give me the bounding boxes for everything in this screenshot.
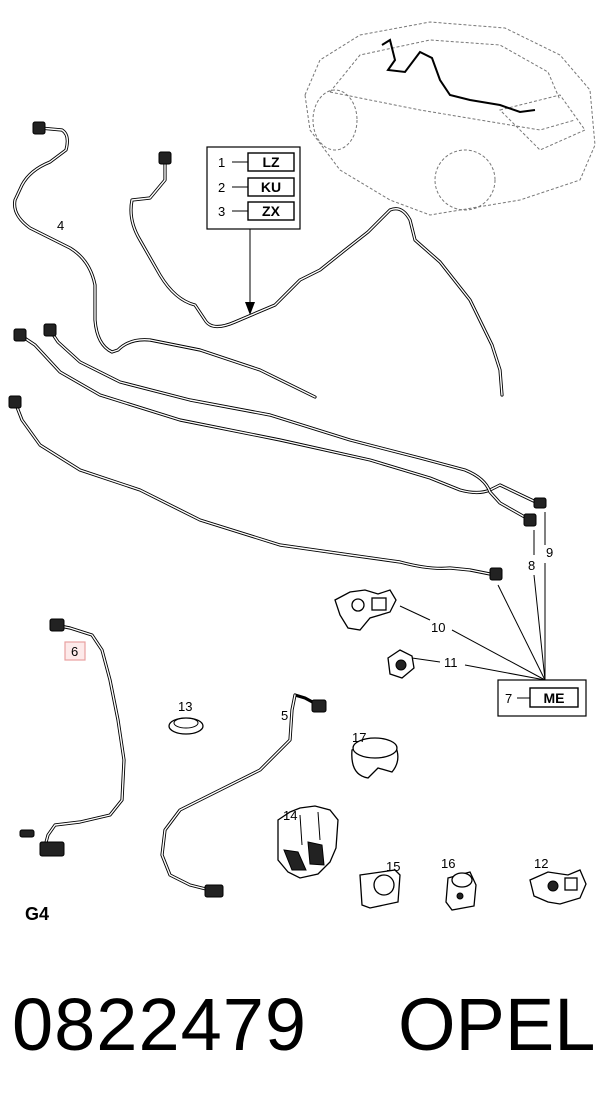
pipe-4 (12, 121, 317, 399)
callout-8: 8 (528, 558, 535, 573)
clip-14 (277, 805, 339, 879)
code-box-upper: 1 2 3 LZ KU ZX (206, 146, 301, 315)
callout-6: 6 (71, 644, 78, 659)
code-lz: LZ (262, 154, 280, 170)
code-ku: KU (261, 179, 281, 195)
code-zx: ZX (262, 203, 281, 219)
callout-16: 16 (441, 856, 455, 871)
callout-12: 12 (534, 856, 548, 871)
pipe-8 (43, 323, 537, 527)
callout-14: 14 (283, 808, 297, 823)
callout-6-highlight (64, 641, 86, 661)
clip-12 (529, 869, 587, 905)
callout-15: 15 (386, 859, 400, 874)
callout-11: 11 (444, 655, 458, 670)
callout-13: 13 (178, 699, 192, 714)
code-box-me: 7 ME (497, 679, 587, 717)
callout-4: 4 (57, 218, 64, 233)
figure-label: G4 (25, 904, 49, 924)
callout-1: 1 (218, 155, 225, 170)
part-number: 0822479 (12, 983, 308, 1066)
vehicle-outline (304, 21, 596, 216)
callout-9: 9 (546, 545, 553, 560)
pipe-5 (160, 693, 327, 898)
clip-16 (445, 871, 477, 911)
leader-lines (399, 512, 546, 681)
callout-7: 7 (505, 691, 512, 706)
callout-17: 17 (352, 730, 366, 745)
clip-15 (359, 869, 401, 909)
clip-11 (387, 649, 415, 679)
clip-10 (334, 589, 397, 631)
pipe-coded (129, 151, 504, 397)
callout-3: 3 (218, 204, 225, 219)
part-footer: 0822479 OPEL (0, 975, 600, 1085)
callout-10: 10 (431, 620, 445, 635)
clip-17 (351, 737, 399, 779)
brand-name: OPEL (398, 983, 596, 1066)
callout-5: 5 (281, 708, 288, 723)
code-me: ME (544, 690, 565, 706)
pipe-6 (19, 618, 126, 857)
callout-2: 2 (218, 180, 225, 195)
brake-pipe-diagram: 1 2 3 LZ KU ZX 4 8 9 (8, 21, 596, 924)
clip-13 (168, 717, 204, 735)
pipe-lower (8, 395, 503, 581)
